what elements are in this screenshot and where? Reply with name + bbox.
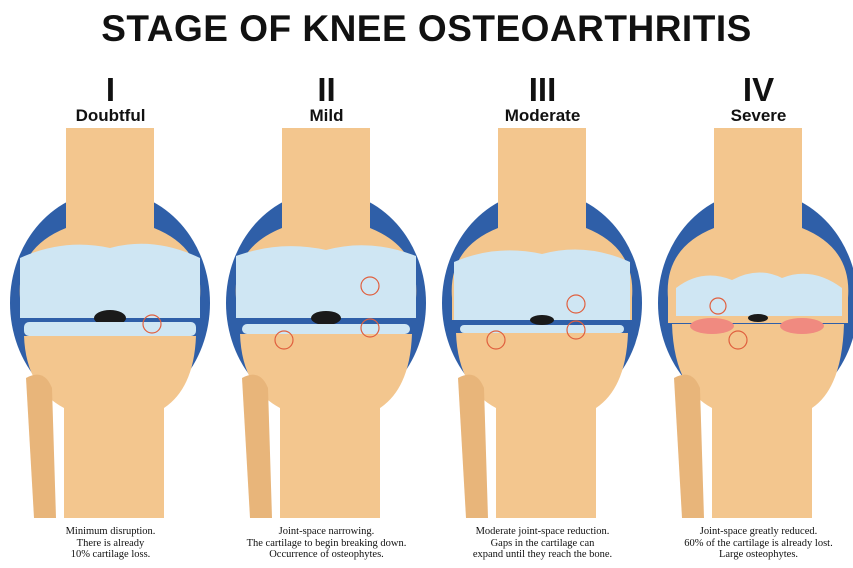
- stage-name: Mild: [220, 106, 433, 126]
- stage-numeral: I: [4, 72, 217, 108]
- knee-illustration-stage-2: [220, 128, 433, 518]
- stage-caption: Joint-space greatly reduced. 60% of the …: [652, 526, 853, 561]
- joint-gap: [748, 314, 768, 322]
- caption-line: expand until they reach the bone.: [436, 549, 649, 561]
- stage-caption: Joint-space narrowing. The cartilage to …: [220, 526, 433, 561]
- fibula: [458, 375, 488, 518]
- tibial-cartilage: [24, 322, 196, 336]
- caption-line: Occurrence of osteophytes.: [220, 549, 433, 561]
- femoral-cartilage: [236, 245, 416, 318]
- caption-line: Joint-space greatly reduced.: [652, 526, 853, 538]
- stage-1: I Doubtful Minimum disruption. There is …: [4, 72, 217, 568]
- joint-gap: [530, 315, 554, 325]
- caption-line: Large osteophytes.: [652, 549, 853, 561]
- page-title: STAGE OF KNEE OSTEOARTHRITIS: [0, 8, 853, 50]
- stage-2: II Mild Joint-space narrowing. The carti…: [220, 72, 433, 568]
- femoral-cartilage: [20, 244, 200, 318]
- tibial-cartilage: [242, 324, 410, 334]
- tibial-cartilage: [460, 325, 624, 333]
- caption-line: Gaps in the cartilage can: [436, 538, 649, 550]
- stage-numeral: II: [220, 72, 433, 108]
- knee-illustration-stage-4: [652, 128, 853, 518]
- knee-illustration-stage-3: [436, 128, 649, 518]
- stage-name: Doubtful: [4, 106, 217, 126]
- fibula: [674, 375, 704, 518]
- fibula: [26, 375, 56, 518]
- stage-caption: Minimum disruption. There is already 10%…: [4, 526, 217, 561]
- femoral-cartilage: [454, 250, 630, 321]
- stage-4: IV Severe Joint-space greatly reduced. 6…: [652, 72, 853, 568]
- inflamed-area: [780, 318, 824, 334]
- caption-line: 10% cartilage loss.: [4, 549, 217, 561]
- stage-name: Moderate: [436, 106, 649, 126]
- caption-line: Joint-space narrowing.: [220, 526, 433, 538]
- caption-line: Moderate joint-space reduction.: [436, 526, 649, 538]
- stage-numeral: IV: [652, 72, 853, 108]
- fibula: [242, 375, 272, 518]
- stage-numeral: III: [436, 72, 649, 108]
- caption-line: There is already: [4, 538, 217, 550]
- inflamed-area: [690, 318, 734, 334]
- stage-3: III Moderate Moderate joint-space reduct…: [436, 72, 649, 568]
- knee-illustration-stage-1: [4, 128, 217, 518]
- caption-line: Minimum disruption.: [4, 526, 217, 538]
- caption-line: The cartilage to begin breaking down.: [220, 538, 433, 550]
- joint-gap: [311, 311, 341, 325]
- stage-caption: Moderate joint-space reduction. Gaps in …: [436, 526, 649, 561]
- caption-line: 60% of the cartilage is already lost.: [652, 538, 853, 550]
- stage-name: Severe: [652, 106, 853, 126]
- femoral-cartilage: [676, 272, 842, 316]
